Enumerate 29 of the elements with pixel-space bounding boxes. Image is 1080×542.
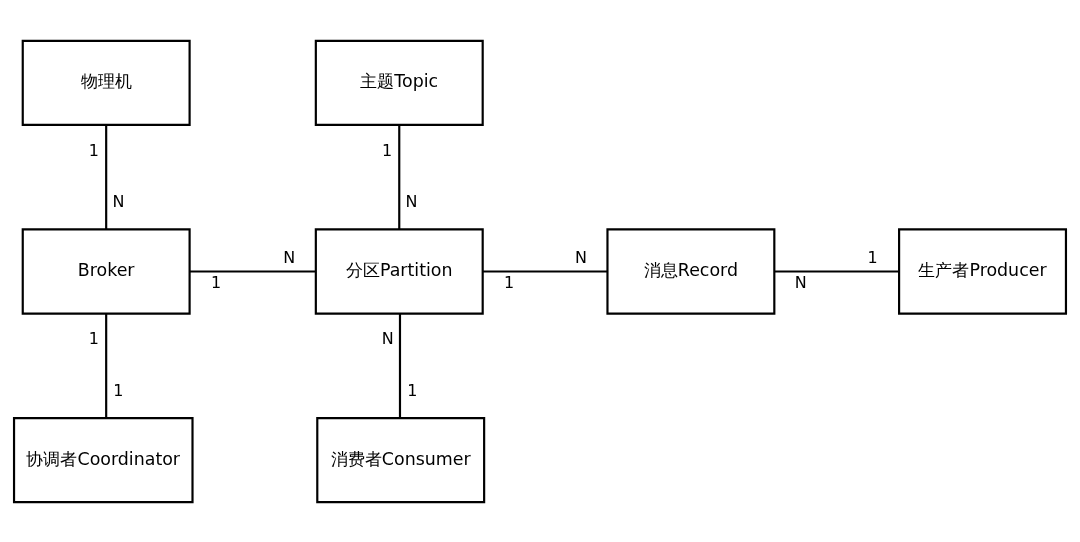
label: 1	[407, 380, 418, 400]
node-box: 消息Record	[606, 227, 776, 315]
connector	[482, 269, 608, 273]
label: N	[405, 191, 418, 211]
label: N	[381, 328, 394, 348]
node-box: Broker	[21, 227, 191, 315]
label: 1	[381, 140, 393, 160]
label: N	[283, 247, 296, 267]
node-box: 物理机	[21, 39, 191, 126]
connector	[105, 124, 108, 229]
label: 1	[210, 272, 222, 292]
label: N	[112, 191, 125, 211]
connector	[398, 313, 402, 418]
label: 1	[504, 272, 515, 292]
label: 1	[113, 380, 124, 400]
label: N	[575, 247, 587, 267]
node-box: 协调者Coordinator	[12, 416, 194, 503]
node-box: 生产者Producer	[898, 227, 1068, 315]
label: 1	[88, 140, 99, 160]
connector	[189, 269, 316, 273]
label: 1	[88, 328, 99, 348]
label: N	[794, 272, 807, 292]
connector	[398, 124, 401, 229]
node-box: 主题Topic	[314, 39, 484, 126]
label: 1	[867, 247, 878, 267]
node-box: 消费者Consumer	[316, 416, 486, 503]
connector	[105, 313, 108, 418]
connector	[774, 269, 899, 273]
node-box: 分区Partition	[314, 227, 484, 315]
